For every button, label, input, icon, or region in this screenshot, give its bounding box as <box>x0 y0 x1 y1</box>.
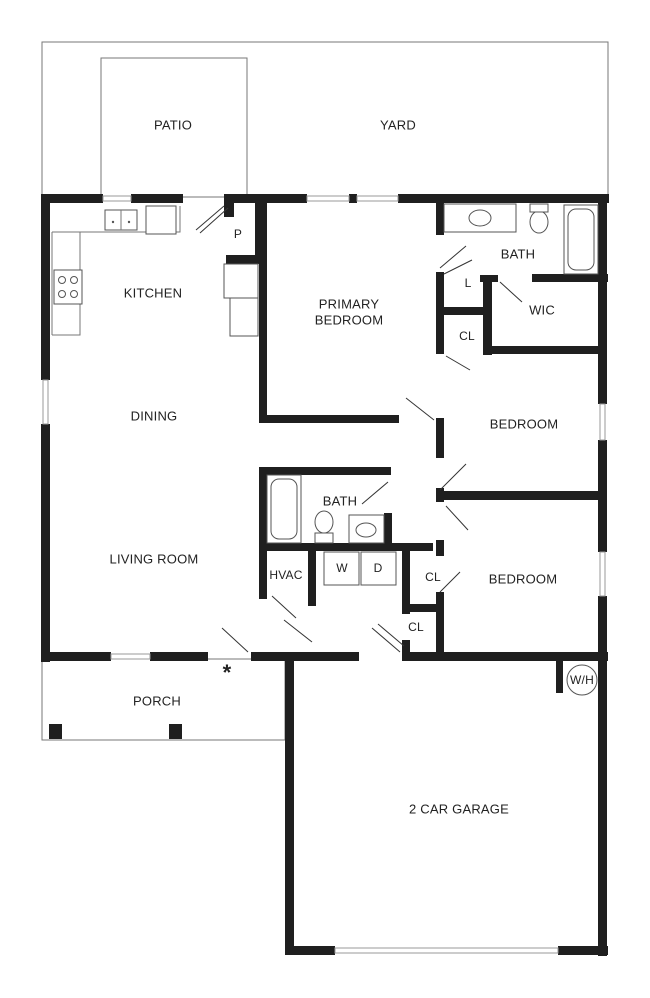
stove-icon <box>53 269 83 305</box>
label-dryer: D <box>374 561 383 575</box>
room-labels: PATIO YARD KITCHEN P PRIMARY BEDROOM BAT… <box>110 117 594 816</box>
label-garage: 2 CAR GARAGE <box>409 801 509 816</box>
toilet-icon <box>314 510 334 534</box>
label-washer: W <box>336 561 348 575</box>
porch-post <box>49 724 62 739</box>
porch-post <box>169 724 182 739</box>
label-hvac: HVAC <box>269 568 302 582</box>
dryer-icon <box>360 551 397 586</box>
doors <box>195 205 523 653</box>
entry-marker: * <box>223 660 232 685</box>
sink-icon <box>355 522 377 538</box>
label-primary-bath: BATH <box>501 246 536 261</box>
site-outline <box>41 41 609 741</box>
label-bedroom-3: BEDROOM <box>489 571 558 586</box>
dishwasher-icon <box>145 205 177 235</box>
label-water-heater: W/H <box>570 673 594 687</box>
label-porch: PORCH <box>133 693 181 708</box>
label-wic: WIC <box>529 302 555 317</box>
water-heater-icon <box>566 664 598 696</box>
label-hall-closet: CL <box>425 570 441 584</box>
label-pantry: P <box>234 227 242 241</box>
sink-icon <box>468 209 492 227</box>
label-primary-bedroom-2: BEDROOM <box>315 312 384 327</box>
kitchen-counter <box>51 206 181 336</box>
label-hall-bath: BATH <box>323 493 358 508</box>
fixtures <box>49 203 599 739</box>
walls <box>41 194 609 956</box>
washer-icon <box>323 551 360 586</box>
windows <box>42 195 606 954</box>
label-laundry-closet: CL <box>408 620 424 634</box>
label-primary-bedroom-1: PRIMARY <box>319 296 380 311</box>
label-kitchen: KITCHEN <box>124 285 182 300</box>
label-living-room: LIVING ROOM <box>110 551 199 566</box>
counter-icon <box>229 297 259 337</box>
label-patio: PATIO <box>154 117 192 132</box>
label-dining: DINING <box>131 408 178 423</box>
label-primary-closet: CL <box>459 329 475 343</box>
toilet-icon <box>529 210 549 234</box>
label-yard: YARD <box>380 117 416 132</box>
label-linen: L <box>465 276 472 290</box>
label-bedroom-2: BEDROOM <box>490 416 559 431</box>
refrigerator-icon <box>223 263 259 299</box>
